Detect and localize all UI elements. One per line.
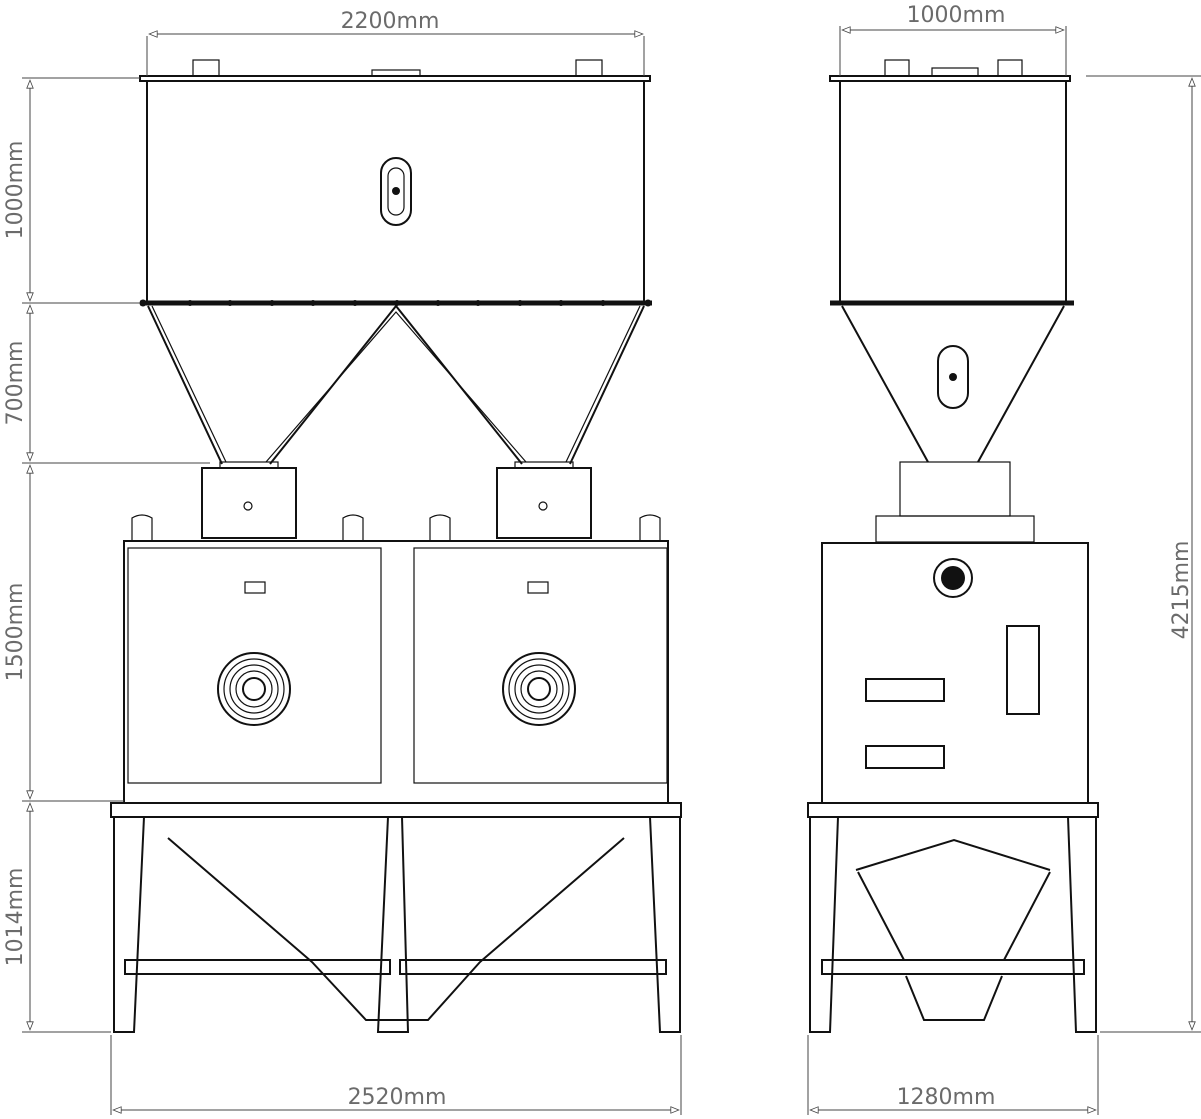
front-dryer-body — [123, 540, 669, 804]
side-upper-hopper — [839, 80, 1067, 304]
front-twin-cones — [147, 304, 645, 465]
height-cone-label: 700mm — [3, 341, 28, 426]
front-left-panel — [127, 547, 382, 784]
side-outlet-valve — [899, 461, 1011, 517]
side-sight-glass-icon — [937, 345, 969, 409]
dimension-lines — [22, 26, 1201, 1115]
height-stand-label: 1014mm — [3, 868, 28, 967]
front-stand-legs — [113, 816, 681, 1033]
front-left-fan-icon — [217, 652, 291, 726]
front-top-width-label: 2200mm — [341, 9, 440, 34]
side-top-width-label: 1000mm — [907, 3, 1006, 28]
height-body-label: 1500mm — [3, 583, 28, 682]
front-cross-beam-left — [124, 959, 391, 975]
front-bottom-width-label: 2520mm — [348, 1085, 447, 1110]
total-height-label: 4215mm — [1169, 541, 1194, 640]
height-hopper-label: 1000mm — [3, 141, 28, 240]
front-right-fan-icon — [502, 652, 576, 726]
side-stand-top — [807, 802, 1099, 818]
side-cross-beam — [821, 959, 1085, 975]
side-port-icon — [933, 558, 973, 598]
front-left-outlet — [201, 467, 297, 539]
side-cone — [841, 305, 1065, 463]
front-stand-top — [110, 802, 682, 818]
side-stand-legs — [809, 816, 1097, 1033]
front-cross-beam-right — [399, 959, 667, 975]
side-control-box — [1006, 625, 1040, 715]
front-sight-glass-icon — [380, 157, 412, 226]
side-bottom-width-label: 1280mm — [897, 1085, 996, 1110]
front-right-outlet — [496, 467, 592, 539]
side-view — [807, 59, 1099, 1033]
front-view — [110, 59, 682, 1033]
front-right-panel — [413, 547, 668, 784]
